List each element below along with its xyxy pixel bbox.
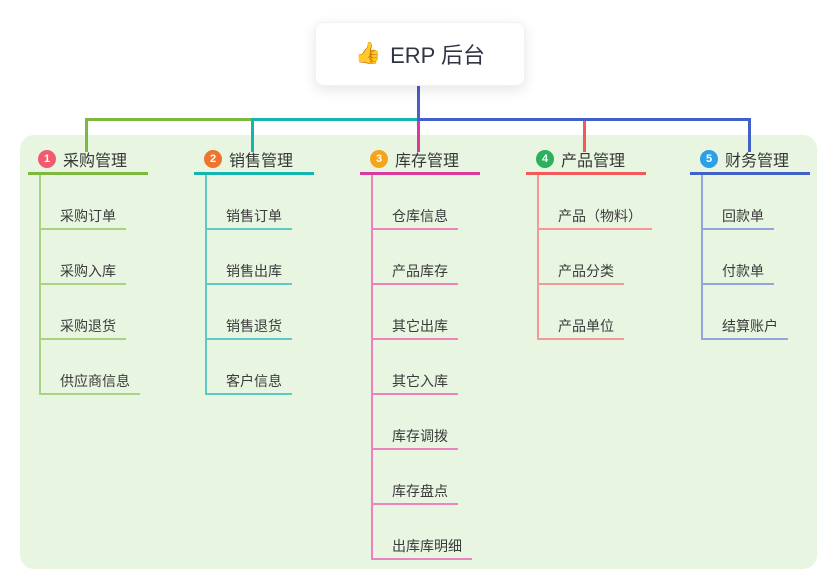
branch-product-children: 产品（物料） 产品分类 产品单位 [537, 175, 652, 340]
branches-background-panel [20, 135, 817, 569]
node-item[interactable]: 采购退货 [41, 285, 126, 340]
branch-number-badge: 3 [370, 150, 388, 168]
root-node[interactable]: 👍 ERP 后台 [315, 22, 525, 86]
connector-bus-teal [251, 118, 418, 121]
branch-inventory-children: 仓库信息 产品库存 其它出库 其它入库 库存调拨 库存盘点 出库库明细 [371, 175, 480, 560]
node-item[interactable]: 产品库存 [373, 230, 458, 285]
node-item[interactable]: 出库库明细 [373, 505, 472, 560]
connector-drop-inventory [417, 121, 420, 152]
connector-bus-blue [417, 118, 751, 121]
branch-number-badge: 5 [700, 150, 718, 168]
node-item[interactable]: 产品单位 [539, 285, 624, 340]
branch-title: 库存管理 [395, 153, 460, 170]
node-item[interactable]: 产品分类 [539, 230, 624, 285]
node-item[interactable]: 库存调拨 [373, 395, 458, 450]
branch-title: 销售管理 [229, 153, 294, 170]
branch-title: 采购管理 [63, 153, 128, 170]
node-item[interactable]: 其它入库 [373, 340, 458, 395]
connector-bus-green [85, 118, 253, 121]
branch-product: 4 产品管理 产品（物料） 产品分类 产品单位 [526, 146, 652, 340]
branch-title: 产品管理 [561, 153, 626, 170]
node-item[interactable]: 结算账户 [703, 285, 788, 340]
branch-inventory: 3 库存管理 仓库信息 产品库存 其它出库 其它入库 库存调拨 库存盘点 出库库… [360, 146, 480, 560]
branch-finance-children: 回款单 付款单 结算账户 [701, 175, 810, 340]
branch-inventory-heading[interactable]: 3 库存管理 [360, 146, 480, 175]
root-node-label: ERP 后台 [390, 43, 486, 68]
connector-drop-finance [748, 118, 751, 152]
connector-drop-product [583, 121, 586, 152]
branch-sales-heading[interactable]: 2 销售管理 [194, 146, 314, 175]
branch-procurement-heading[interactable]: 1 采购管理 [28, 146, 148, 175]
node-item[interactable]: 采购入库 [41, 230, 126, 285]
node-item[interactable]: 供应商信息 [41, 340, 140, 395]
branch-number-badge: 2 [204, 150, 222, 168]
node-item[interactable]: 销售退货 [207, 285, 292, 340]
branch-sales: 2 销售管理 销售订单 销售出库 销售退货 客户信息 [194, 146, 314, 395]
node-item[interactable]: 付款单 [703, 230, 774, 285]
branch-product-heading[interactable]: 4 产品管理 [526, 146, 646, 175]
node-item[interactable]: 产品（物料） [539, 175, 652, 230]
node-item[interactable]: 销售出库 [207, 230, 292, 285]
branch-number-badge: 4 [536, 150, 554, 168]
branch-sales-children: 销售订单 销售出库 销售退货 客户信息 [205, 175, 314, 395]
node-item[interactable]: 库存盘点 [373, 450, 458, 505]
connector-drop-procurement [85, 118, 88, 152]
branch-procurement: 1 采购管理 采购订单 采购入库 采购退货 供应商信息 [28, 146, 148, 395]
node-item[interactable]: 客户信息 [207, 340, 292, 395]
node-item[interactable]: 销售订单 [207, 175, 292, 230]
node-item[interactable]: 采购订单 [41, 175, 126, 230]
node-item[interactable]: 仓库信息 [373, 175, 458, 230]
node-item[interactable]: 其它出库 [373, 285, 458, 340]
branch-finance: 5 财务管理 回款单 付款单 结算账户 [690, 146, 810, 340]
connector-drop-sales [251, 118, 254, 152]
branch-number-badge: 1 [38, 150, 56, 168]
thumbs-up-icon: 👍 [354, 42, 382, 65]
branch-procurement-children: 采购订单 采购入库 采购退货 供应商信息 [39, 175, 148, 395]
branch-finance-heading[interactable]: 5 财务管理 [690, 146, 810, 175]
connector-root-vertical [417, 84, 420, 121]
branch-title: 财务管理 [725, 153, 790, 170]
node-item[interactable]: 回款单 [703, 175, 774, 230]
